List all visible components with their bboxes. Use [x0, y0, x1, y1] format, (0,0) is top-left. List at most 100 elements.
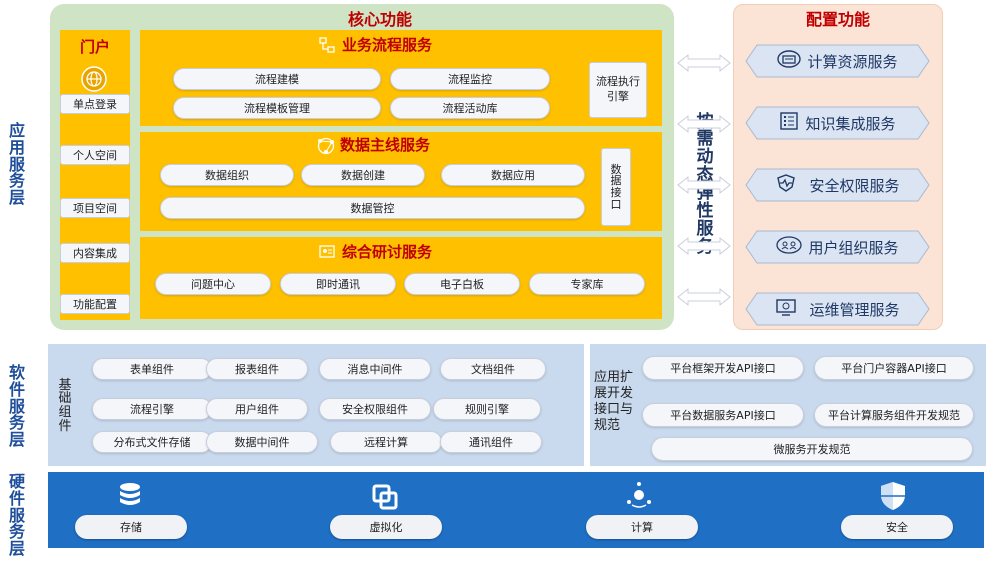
- portal-item-function-config[interactable]: 功能配置: [60, 294, 130, 314]
- databus-title: 数据主线服务: [316, 134, 430, 155]
- bpm-item-template[interactable]: 流程模板管理: [173, 97, 381, 119]
- hard-layer-char: 服: [8, 505, 25, 525]
- bpm-engine-box[interactable]: 流程执行引擎: [589, 62, 647, 118]
- basic-component-item[interactable]: 报表组件: [206, 358, 308, 380]
- basic-title-char: 组: [58, 405, 72, 420]
- server-icon: [777, 49, 802, 73]
- monitor-icon: [775, 297, 797, 321]
- databus-item-control[interactable]: 数据管控: [160, 197, 585, 219]
- basic-component-item[interactable]: 用户组件: [206, 398, 308, 420]
- basic-component-item[interactable]: 文档组件: [440, 358, 546, 380]
- config-item-compute[interactable]: 计算资源服务: [745, 44, 930, 78]
- soft-layer-char: 层: [8, 430, 25, 450]
- config-function-title: 配置功能: [805, 10, 870, 29]
- double-arrow-icon: [677, 236, 731, 256]
- basic-component-item[interactable]: 数据中间件: [206, 431, 318, 453]
- security-shield-icon: [878, 480, 908, 512]
- soft-layer-char: 务: [8, 413, 25, 433]
- hardware-item-virtualization[interactable]: 虚拟化: [330, 515, 442, 539]
- research-title: 综合研讨服务: [318, 241, 432, 262]
- research-item-issue-center[interactable]: 问题中心: [155, 273, 271, 295]
- data-interface-box[interactable]: 数据接口: [601, 148, 631, 226]
- data-interface-char: 数: [610, 162, 622, 176]
- portal-item-content-integration[interactable]: 内容集成: [60, 243, 130, 263]
- soft-layer-char: 服: [8, 396, 25, 416]
- app-layer-char: 用: [8, 137, 25, 157]
- document-list-icon: [779, 111, 799, 135]
- hardware-layer-label: 硬件服务层: [4, 462, 30, 570]
- data-interface-char: 接: [610, 186, 622, 199]
- soft-layer-char: 软: [8, 363, 25, 382]
- hard-layer-char: 层: [8, 539, 25, 559]
- config-item-label: 知识集成服务: [805, 114, 896, 133]
- databus-item-create[interactable]: 数据创建: [301, 164, 425, 186]
- shield-pulse-icon: [775, 173, 797, 197]
- bpm-item-activity-lib[interactable]: 流程活动库: [390, 97, 550, 119]
- data-interface-char: 据: [610, 174, 622, 188]
- research-item-whiteboard[interactable]: 电子白板: [404, 273, 520, 295]
- app-layer-char: 层: [8, 188, 25, 208]
- ext-item-portal-container-api[interactable]: 平台门户容器API接口: [814, 356, 974, 380]
- databus-item-organize[interactable]: 数据组织: [160, 164, 294, 186]
- bpm-title-text: 业务流程服务: [342, 36, 433, 54]
- elastic-char: 需: [696, 129, 714, 150]
- config-item-user-org[interactable]: 用户组织服务: [745, 230, 930, 264]
- research-title-text: 综合研讨服务: [342, 243, 433, 261]
- ext-item-microservice-spec[interactable]: 微服务开发规范: [651, 437, 973, 461]
- bpm-item-monitoring[interactable]: 流程监控: [390, 68, 550, 90]
- ext-item-compute-component-spec[interactable]: 平台计算服务组件开发规范: [814, 403, 974, 427]
- portal-item-sso[interactable]: 单点登录: [60, 94, 130, 114]
- ext-title-line: 展开发: [594, 386, 634, 401]
- config-item-knowledge[interactable]: 知识集成服务: [745, 106, 930, 140]
- basic-component-item[interactable]: 安全权限组件: [319, 398, 431, 420]
- basic-component-item[interactable]: 远程计算: [330, 431, 442, 453]
- config-item-label: 安全权限服务: [809, 176, 900, 195]
- ext-item-framework-api[interactable]: 平台框架开发API接口: [642, 356, 804, 380]
- basic-component-item[interactable]: 分布式文件存储: [92, 431, 212, 453]
- elastic-char: 性: [696, 200, 714, 221]
- ext-interface-title: 应用扩展开发接口与规范: [594, 370, 640, 434]
- research-item-expert-lib[interactable]: 专家库: [529, 273, 645, 295]
- basic-component-item[interactable]: 流程引擎: [92, 398, 212, 420]
- basic-component-item[interactable]: 表单组件: [92, 358, 212, 380]
- basic-title-char: 基: [58, 377, 72, 393]
- elastic-char: 服: [696, 218, 714, 239]
- config-item-label: 用户组织服务: [808, 238, 899, 257]
- software-layer-label: 软件服务层: [4, 352, 30, 462]
- flow-icon: [318, 36, 336, 54]
- basic-component-item[interactable]: 通讯组件: [440, 431, 542, 453]
- databus-item-apply[interactable]: 数据应用: [441, 164, 585, 186]
- hard-layer-char: 硬: [8, 472, 25, 491]
- virtualization-icon: [370, 482, 400, 512]
- basic-components-title: 基础组件: [52, 368, 78, 444]
- basic-component-item[interactable]: 规则引擎: [433, 398, 541, 420]
- ext-title-line: 应用扩: [594, 370, 634, 385]
- hardware-item-security[interactable]: 安全: [841, 515, 953, 539]
- config-item-security[interactable]: 安全权限服务: [745, 168, 930, 202]
- hard-layer-char: 件: [8, 488, 25, 508]
- globe-icon: [81, 66, 107, 92]
- bpm-item-modeling[interactable]: 流程建模: [173, 68, 381, 90]
- config-item-ops[interactable]: 运维管理服务: [745, 292, 930, 326]
- hardware-item-storage[interactable]: 存储: [75, 515, 187, 539]
- app-layer-char: 务: [8, 171, 25, 191]
- compute-icon: [624, 480, 654, 510]
- data-interface-char: 口: [610, 197, 622, 211]
- portal-item-personal-space[interactable]: 个人空间: [60, 145, 130, 165]
- research-item-im[interactable]: 即时通讯: [280, 273, 396, 295]
- portal-item-project-space[interactable]: 项目空间: [60, 198, 130, 218]
- basic-component-item[interactable]: 消息中间件: [319, 358, 431, 380]
- user-group-icon: [776, 235, 803, 259]
- hard-layer-char: 务: [8, 522, 25, 542]
- double-arrow-icon: [677, 114, 731, 134]
- basic-title-char: 础: [58, 391, 72, 407]
- app-layer-char: 服: [8, 154, 25, 174]
- ext-item-data-service-api[interactable]: 平台数据服务API接口: [642, 403, 804, 427]
- hardware-item-compute[interactable]: 计算: [586, 515, 698, 539]
- databus-title-text: 数据主线服务: [340, 136, 431, 154]
- app-layer-label: 应用服务层: [4, 110, 30, 220]
- discussion-icon: [318, 243, 336, 261]
- double-arrow-icon: [677, 53, 731, 73]
- core-function-title: 核心功能: [347, 10, 412, 29]
- elastic-char: 动: [696, 147, 714, 168]
